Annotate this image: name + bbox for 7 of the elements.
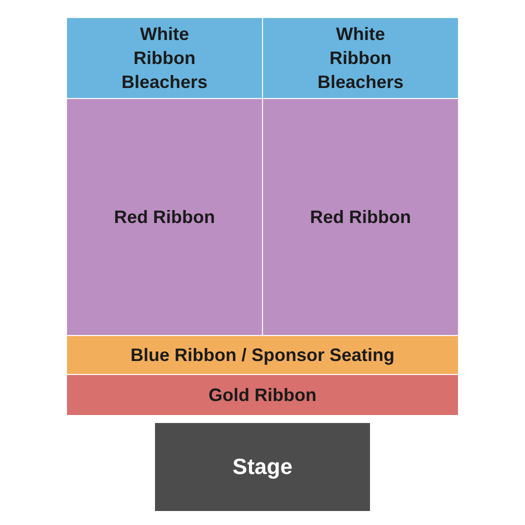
stage-area: Stage	[155, 423, 370, 511]
seating-section: Red Ribbon	[67, 99, 262, 335]
bleacher-section: White Ribbon Bleachers	[263, 18, 458, 98]
bleacher-section: White Ribbon Bleachers	[67, 18, 262, 98]
seating-section: Red Ribbon	[263, 99, 458, 335]
seating-section: Gold Ribbon	[67, 375, 458, 415]
seating-section: Blue Ribbon / Sponsor Seating	[67, 336, 458, 374]
